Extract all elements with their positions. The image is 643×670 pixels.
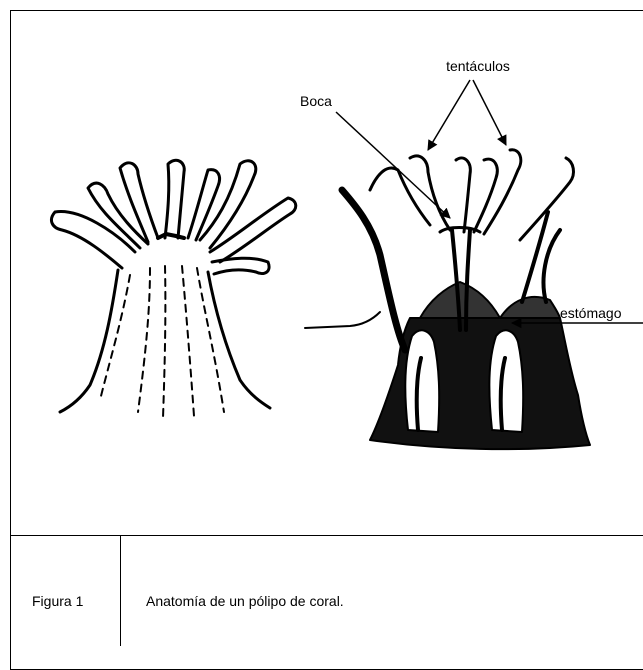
caption-column-divider (120, 535, 121, 646)
polyp-cross-section-illustration (305, 150, 590, 449)
polyp-exterior-illustration (51, 160, 295, 418)
label-boca: Boca (300, 93, 332, 109)
label-leaders (336, 80, 643, 323)
figure-caption: Anatomía de un pólipo de coral. (146, 593, 344, 609)
coral-polyp-diagram: tentáculos Boca estómago (0, 0, 643, 530)
label-tentaculos: tentáculos (446, 58, 510, 74)
label-estomago: estómago (560, 305, 622, 321)
figure-number: Figura 1 (32, 593, 83, 609)
caption-divider (10, 535, 643, 536)
